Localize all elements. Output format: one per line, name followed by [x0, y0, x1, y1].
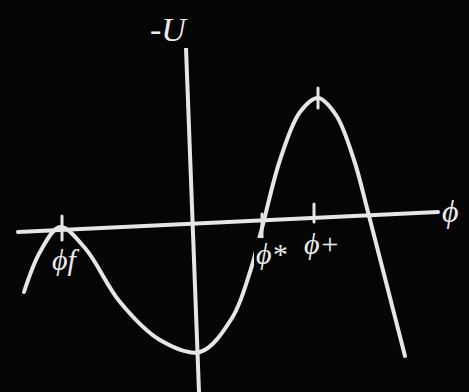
tick-mark	[317, 88, 320, 108]
potential-curve	[24, 98, 405, 356]
tick-mark	[261, 214, 264, 238]
point-label: ϕf	[50, 244, 78, 276]
axis-label: -U	[148, 12, 188, 48]
phi-axis	[18, 212, 438, 232]
potential-axis	[186, 48, 199, 392]
axis-label: ϕ	[440, 194, 461, 228]
tick-mark	[61, 216, 64, 240]
point-label: ϕ+	[302, 228, 342, 260]
point-label: ϕ*	[254, 238, 289, 270]
tick-mark	[313, 204, 316, 222]
